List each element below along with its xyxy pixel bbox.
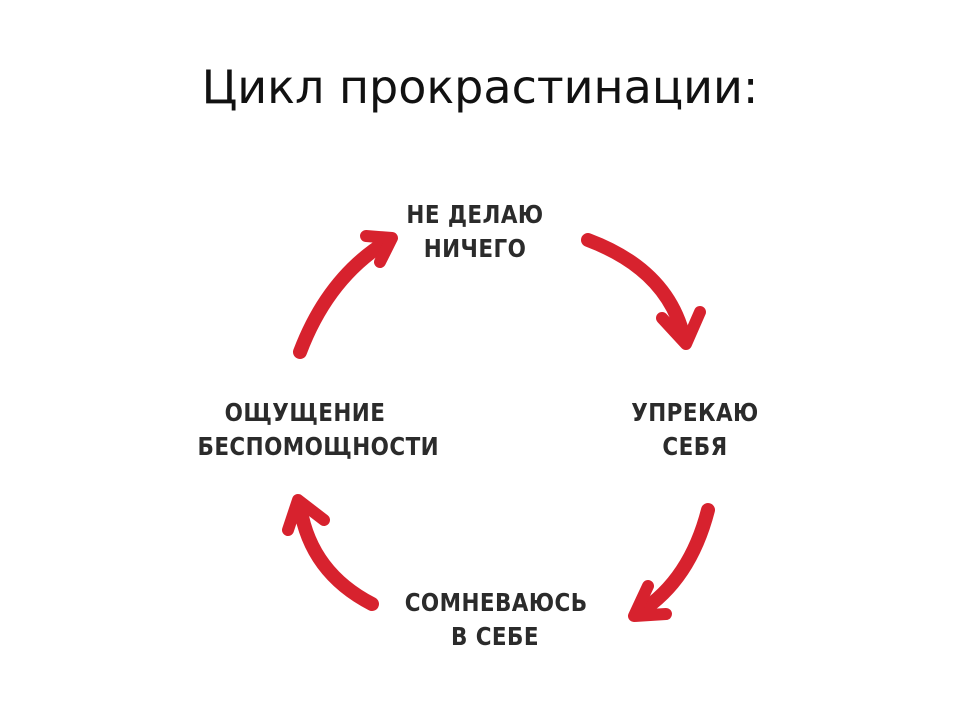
slide-title: Цикл прокрастинации: — [201, 60, 759, 114]
cycle-arrow-top-to-right — [581, 233, 691, 345]
cycle-node-do-nothing-line-2: НИЧЕГО — [423, 233, 527, 263]
cycle-arrowhead-right-to-bottom — [628, 580, 672, 622]
cycle-arrowhead-left-to-top — [360, 230, 398, 268]
cycle-node-blame-myself: УПРЕКАЮ СЕБЯ — [613, 396, 776, 464]
cycle-node-do-nothing: НЕ ДЕЛАЮ НИЧЕГО — [393, 198, 556, 266]
cycle-node-self-doubt: СОМНЕВАЮСЬ В СЕБЕ — [404, 586, 588, 654]
cycle-arrow-bottom-to-left — [293, 499, 379, 611]
cycle-arrow-right-to-bottom — [633, 503, 715, 619]
cycle-arrowhead-bottom-to-left — [282, 494, 330, 536]
cycle-arrows — [282, 230, 715, 622]
cycle-node-helplessness-line-1: ОЩУЩЕНИЕ — [224, 398, 386, 427]
cycle-node-do-nothing-line-1: НЕ ДЕЛАЮ — [406, 200, 544, 229]
cycle-node-helplessness: ОЩУЩЕНИЕ БЕСПОМОЩНОСТИ — [197, 396, 440, 464]
cycle-arrow-left-to-top — [293, 235, 393, 359]
cycle-node-self-doubt-line-1: СОМНЕВАЮСЬ — [404, 588, 588, 617]
cycle-node-helplessness-line-2: БЕСПОМОЩНОСТИ — [197, 431, 440, 461]
cycle-node-self-doubt-line-2: В СЕБЕ — [450, 621, 539, 651]
cycle-arrowhead-top-to-right — [656, 306, 706, 350]
cycle-node-blame-myself-line-1: УПРЕКАЮ — [631, 398, 759, 427]
cycle-node-blame-myself-line-2: СЕБЯ — [662, 431, 728, 461]
